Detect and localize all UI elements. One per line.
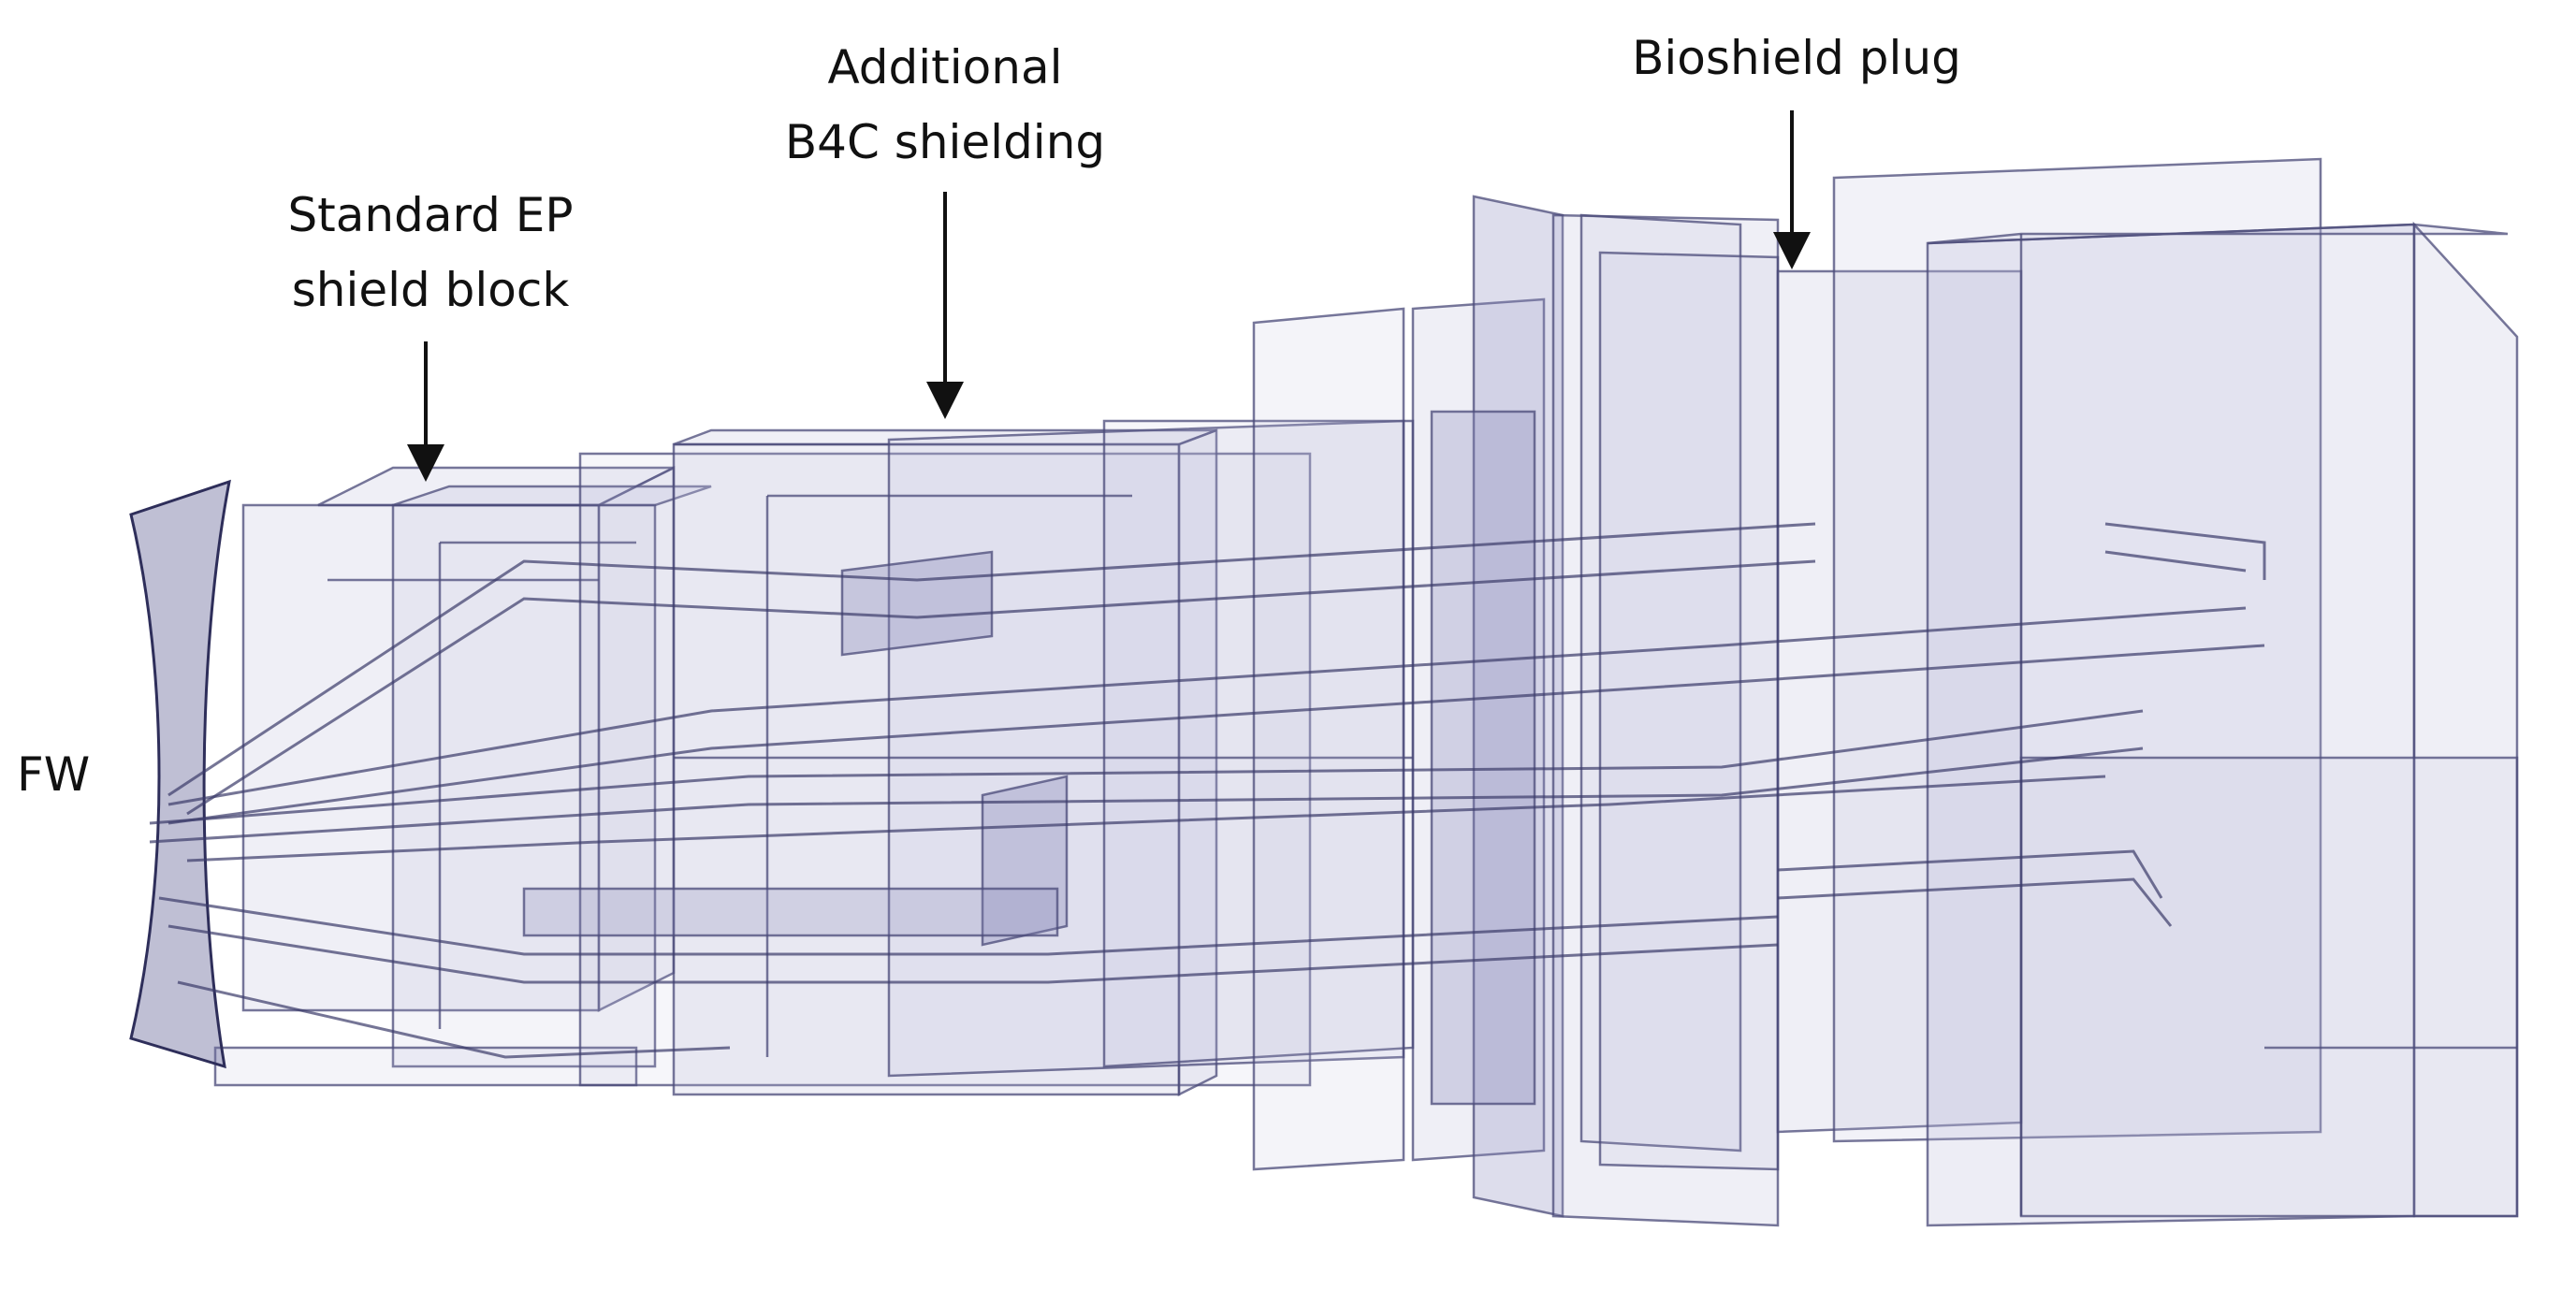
label-standard-ep-line1: Standard EP	[287, 188, 574, 242]
label-standard-ep-line2: shield block	[291, 263, 570, 317]
additional-b4c-shielding	[522, 419, 1415, 1097]
waveguide-channels	[149, 522, 2266, 1059]
label-additional-b4c-line2: B4C shielding	[784, 115, 1106, 169]
label-bioshield-plug: Bioshield plug	[1581, 21, 2012, 95]
middle-plate-section	[1252, 195, 1780, 1227]
label-fw: FW	[17, 737, 110, 812]
label-additional-b4c-line1: Additional	[827, 40, 1063, 94]
bioshield-plug	[1776, 157, 2519, 1227]
label-standard-ep-shield-block: Standard EP shield block	[234, 178, 627, 327]
label-additional-b4c-shielding: Additional B4C shielding	[749, 30, 1142, 180]
first-wall	[129, 479, 231, 1069]
label-fw-text: FW	[17, 747, 91, 802]
label-bioshield-plug-text: Bioshield plug	[1632, 31, 1961, 85]
label-arrows	[407, 110, 1811, 482]
standard-ep-shield-block	[213, 465, 712, 1087]
